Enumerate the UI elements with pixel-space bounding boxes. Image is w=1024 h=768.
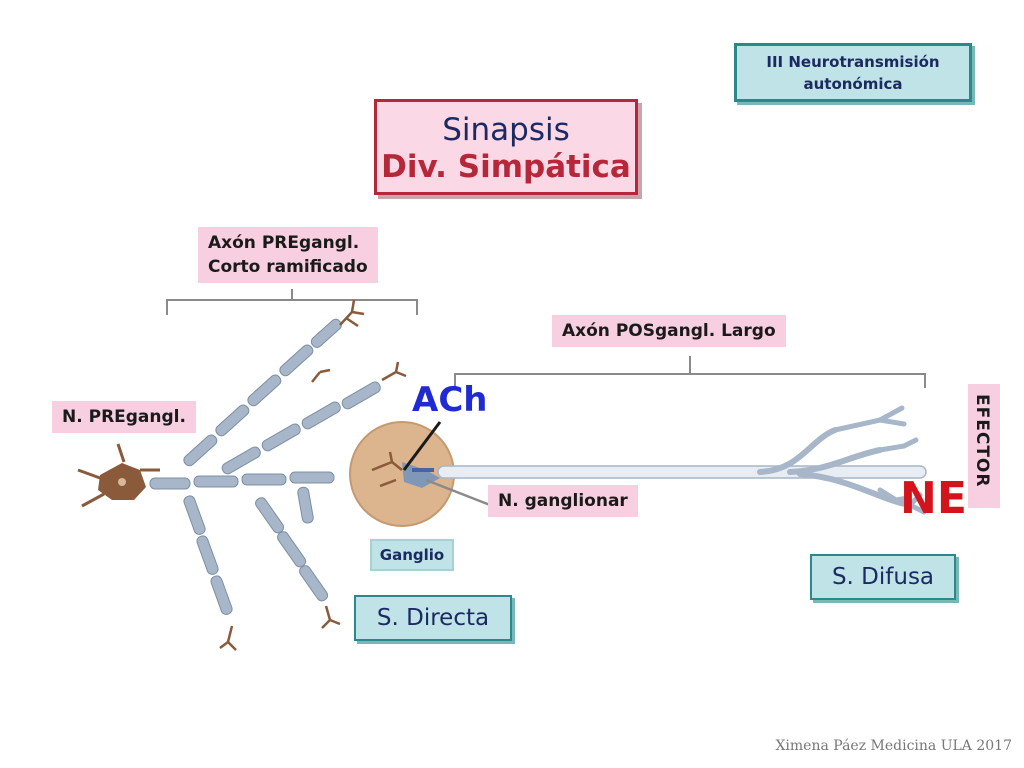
author-credit: Ximena Páez Medicina ULA 2017 [775,738,1012,754]
direct-synapse-label: S. Directa [354,595,512,641]
effector-text: EFECTOR [972,394,992,488]
preganglionic-axon-label: Axón PREgangl. Corto ramificado [198,227,378,283]
topic-line2: autonómica [803,75,903,93]
title-line1: Sinapsis [442,112,570,148]
preganglionic-terminals [219,299,407,651]
ganglion-label: Ganglio [370,539,454,571]
preganglionic-axons [149,318,381,615]
preganglionic-neuron-label: N. PREgangl. [52,401,196,433]
preganglionic-cell-body [77,443,160,508]
postganglionic-axon-label: Axón POSgangl. Largo [552,315,786,347]
postganglionic-axon [437,405,927,515]
ach-label: ACh [412,380,488,420]
preganglionic-bracket [166,289,418,315]
preganglionic-axon-label-line2: Corto ramificado [208,257,368,277]
preganglionic-axon-label-line1: Axón PREgangl. [208,233,360,253]
ne-label: NE [900,473,967,524]
ach-pointer [402,421,442,471]
diffuse-synapse-label: S. Difusa [810,554,956,600]
ganglionar-pointer [425,478,491,507]
postganglionic-bracket [454,356,926,388]
topic-line1: III Neurotransmisión [766,53,940,71]
title-box: Sinapsis Div. Simpática [374,99,638,195]
title-line2: Div. Simpática [381,149,631,185]
effector-label: EFECTOR [968,384,1000,508]
ganglionic-neuron-label: N. ganglionar [488,485,638,517]
topic-box: III Neurotransmisión autonómica [734,43,972,102]
